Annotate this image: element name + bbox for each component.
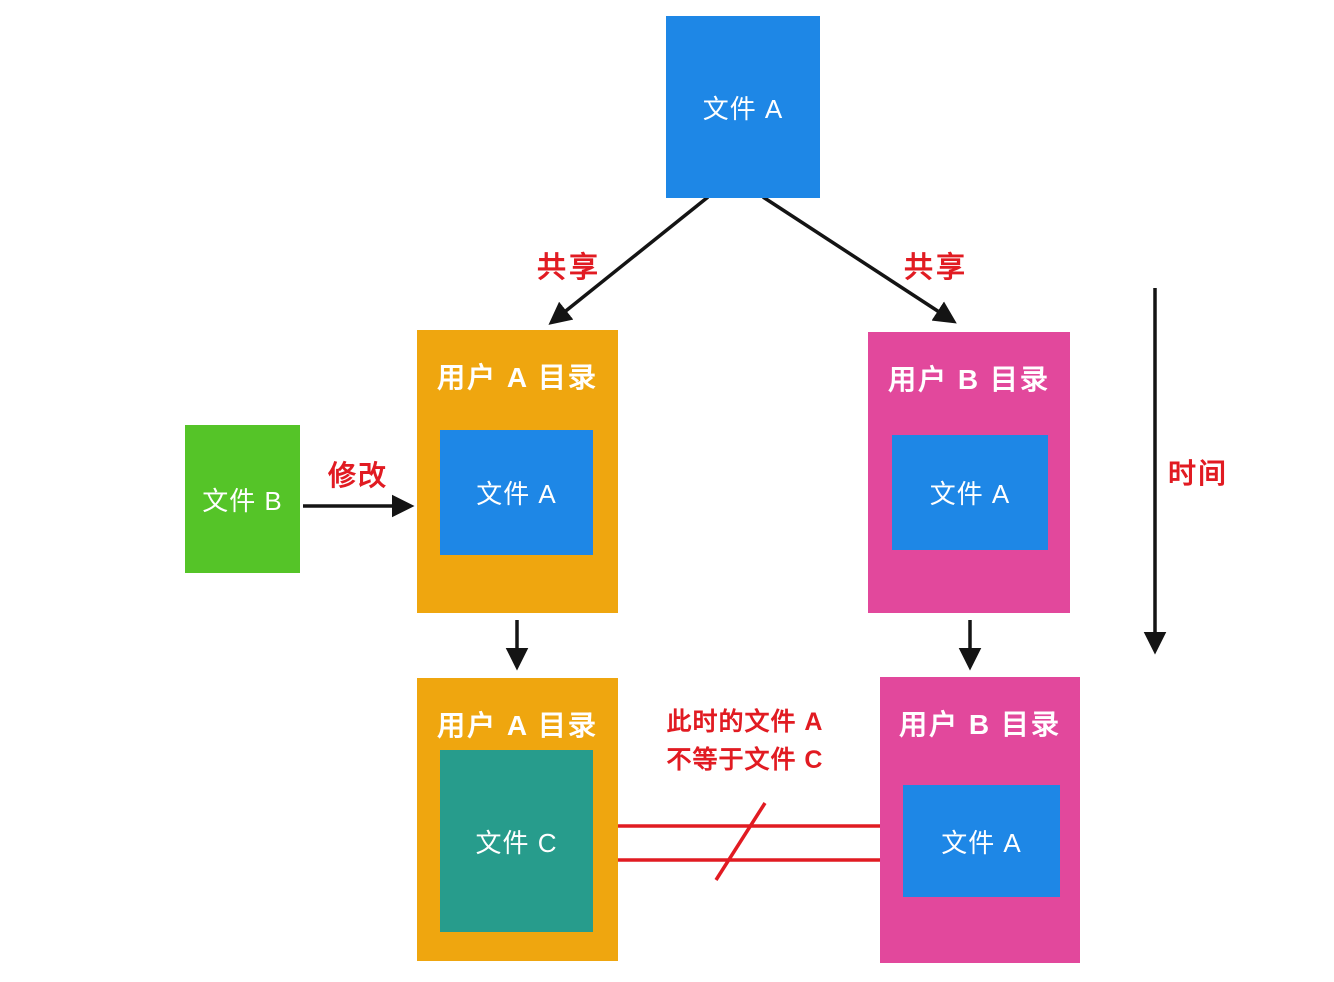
share-right-label: 共享 — [904, 252, 969, 284]
user-a-directory-row1-node: 用户 A 目录 文件 A — [417, 330, 618, 613]
user-a-directory-row2-node: 用户 A 目录 文件 C — [417, 678, 618, 961]
file-a-in-user-b-row1-label: 文件 A — [929, 479, 1011, 509]
file-a-in-user-b-row2-node: 文件 A — [903, 785, 1060, 897]
user-b-directory-row1-node: 用户 B 目录 文件 A — [868, 332, 1070, 613]
not-equal-slash — [714, 802, 767, 881]
file-a-in-user-a-row1-label: 文件 A — [476, 479, 557, 509]
file-a-in-user-b-row1-node: 文件 A — [892, 435, 1048, 550]
file-b-node: 文件 B — [185, 425, 300, 573]
file-a-in-user-b-row2-label: 文件 A — [941, 827, 1022, 858]
user-b-directory-row2-title: 用户 B 目录 — [899, 709, 1061, 740]
share-left-label: 共享 — [537, 252, 602, 284]
user-b-directory-row1-title: 用户 B 目录 — [888, 364, 1050, 395]
time-label: 时间 — [1168, 458, 1229, 489]
file-a-in-user-a-row1-node: 文件 A — [440, 430, 593, 555]
file-a-top-label: 文件 A — [702, 93, 784, 124]
file-c-in-user-a-row2-node: 文件 C — [440, 750, 593, 932]
modify-label: 修改 — [328, 460, 389, 491]
user-a-directory-row2-title: 用户 A 目录 — [437, 710, 598, 741]
file-c-label: 文件 C — [475, 827, 558, 858]
user-a-directory-row1-title: 用户 A 目录 — [437, 362, 598, 393]
user-b-directory-row2-node: 用户 B 目录 文件 A — [880, 677, 1080, 963]
file-b-label: 文件 B — [202, 485, 283, 516]
not-equal-note-line2: 不等于文件 C — [666, 746, 824, 774]
file-a-top-node: 文件 A — [666, 16, 820, 198]
not-equal-note-line1: 此时的文件 A — [666, 708, 824, 736]
not-equal-note: 此时的文件 A 不等于文件 C — [634, 703, 856, 779]
